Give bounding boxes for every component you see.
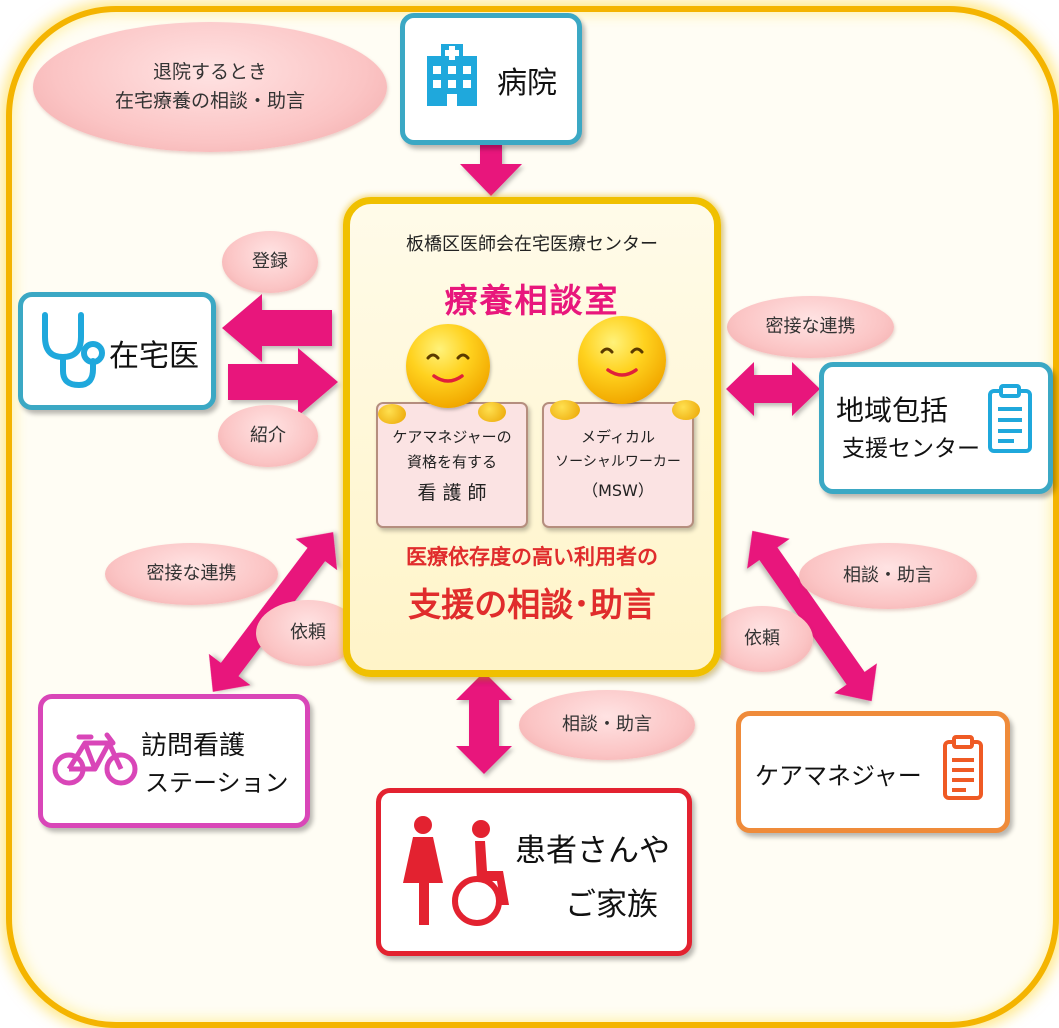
discharge-line-1: 退院するとき (152, 60, 267, 83)
patients-label-1: 患者さんや (515, 833, 670, 869)
visiting-nursing-box: 訪問看護 ステーション (38, 694, 310, 828)
msw-hand-right (672, 400, 700, 420)
nurse-hand-left (378, 404, 406, 424)
care-manager-label: ケアマネジャー (755, 762, 922, 790)
consult-right-oval: 相談・助言 (799, 543, 977, 609)
arrow-center-community-center (726, 362, 820, 416)
nurse-smiley-icon (406, 324, 490, 408)
arrow-home-doctor-to-center (228, 348, 338, 416)
referral-label: 紹介 (250, 425, 286, 447)
register-label: 登録 (252, 251, 288, 273)
center-subtitle: 医療依存度の高い利用者の (406, 545, 658, 569)
request-left-label: 依頼 (290, 622, 326, 644)
center-title: 療養相談室 (444, 281, 620, 320)
stethoscope-icon (42, 312, 105, 389)
care-manager-box: ケアマネジャー (736, 711, 1010, 833)
community-center-label-1: 地域包括 (836, 394, 949, 427)
nurse-hand-right (478, 402, 506, 422)
close-cooperation-right-label: 密接な連携 (765, 316, 856, 338)
visiting-nursing-label-2: ステーション (145, 769, 289, 797)
community-center-box: 地域包括 支援センター (819, 362, 1053, 494)
msw-card-line-2: ソーシャルワーカー (555, 454, 681, 470)
msw-card-line-1: メディカル (581, 428, 655, 446)
close-cooperation-left-oval: 密接な連携 (105, 543, 278, 605)
bicycle-icon (52, 732, 138, 786)
patients-box: 患者さんや ご家族 (376, 788, 692, 956)
home-doctor-label: 在宅医 (109, 339, 199, 374)
center-mission: 支援の相談･助言 (408, 585, 656, 624)
hospital-label: 病院 (497, 66, 557, 101)
arrow-hospital-to-center (460, 143, 522, 196)
nurse-card-line-3: 看 護 師 (417, 482, 487, 504)
nurse-card-line-1: ケアマネジャーの (392, 428, 512, 446)
arrow-center-to-home-doctor (222, 294, 332, 362)
consult-right-label: 相談・助言 (843, 565, 933, 587)
register-oval: 登録 (222, 231, 318, 293)
home-doctor-box: 在宅医 (18, 292, 216, 410)
hospital-box: 病院 (400, 13, 582, 145)
clipboard-icon (988, 384, 1032, 453)
clipboard-icon (943, 735, 983, 800)
close-cooperation-left-label: 密接な連携 (146, 563, 237, 585)
msw-card-line-3: （MSW） (582, 481, 654, 500)
consult-bottom-label: 相談・助言 (562, 714, 652, 736)
consult-bottom-oval: 相談・助言 (519, 690, 695, 760)
center-organization-name: 板橋区医師会在宅医療センター (406, 234, 658, 255)
referral-oval: 紹介 (218, 405, 318, 467)
msw-hand-left (550, 400, 580, 420)
patients-label-2: ご家族 (565, 887, 658, 923)
request-right-label: 依頼 (744, 628, 780, 650)
community-center-label-2: 支援センター (842, 436, 980, 462)
discharge-consult-oval: 退院するとき 在宅療養の相談・助言 (33, 22, 387, 152)
close-cooperation-right-oval: 密接な連携 (727, 296, 894, 358)
woman-and-wheelchair-icon (403, 816, 509, 926)
arrow-center-care-manager (747, 530, 877, 702)
nurse-card: ケアマネジャーの 資格を有する 看 護 師 (376, 402, 528, 528)
request-left-oval: 依頼 (256, 600, 360, 666)
discharge-line-2: 在宅療養の相談・助言 (114, 90, 305, 112)
nurse-card-line-2: 資格を有する (406, 453, 497, 471)
arrow-center-patients (456, 672, 512, 774)
msw-card: メディカル ソーシャルワーカー （MSW） (542, 402, 694, 528)
visiting-nursing-label-1: 訪問看護 (141, 731, 246, 761)
hospital-building-icon (427, 44, 477, 106)
consultation-room-box: 板橋区医師会在宅医療センター 療養相談室 ケアマネジャーの 資格を有する 看 護… (343, 197, 721, 677)
request-right-oval: 依頼 (711, 606, 813, 672)
msw-smiley-icon (578, 316, 666, 404)
